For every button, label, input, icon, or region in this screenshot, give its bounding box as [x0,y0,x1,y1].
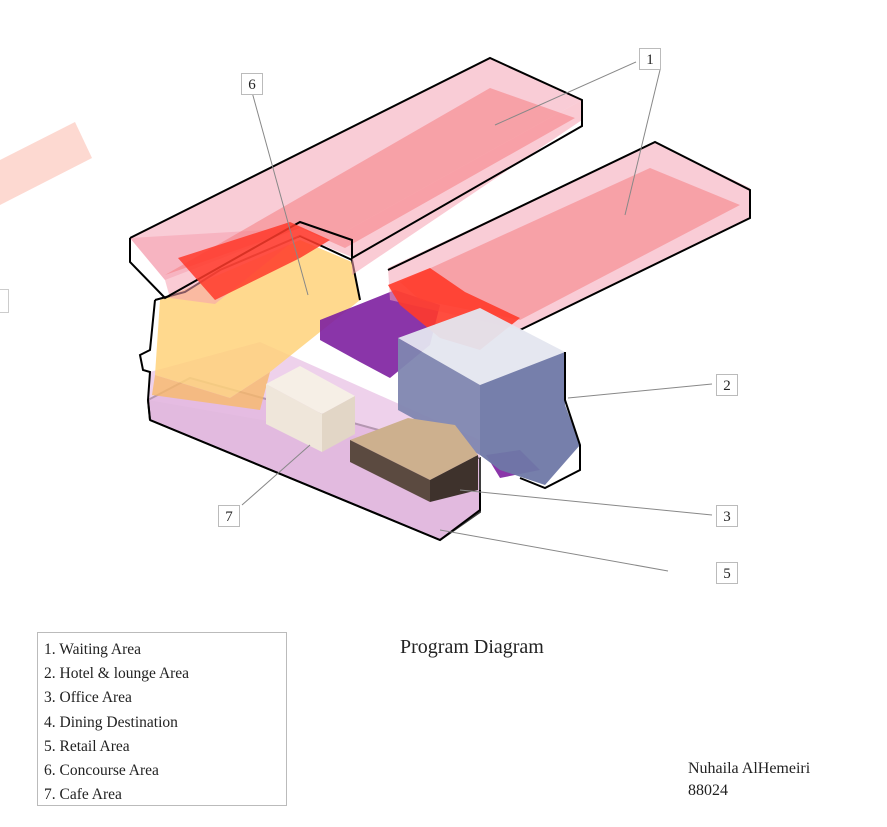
callout-5: 5 [716,562,738,584]
legend-item: 6. Concourse Area [44,762,159,780]
leader-line-7 [241,444,311,506]
hotel-zone-front [398,338,480,455]
program-diagram-drawing [0,56,751,572]
hotel-zone-top [398,308,565,385]
edge-fragment [0,289,9,313]
legend-item: 5. Retail Area [44,737,130,755]
decorative-stroke [0,122,92,205]
leader-line-3 [459,489,713,516]
leader-line-5 [439,529,669,572]
legend-box: 1. Waiting Area 2. Hotel & lounge Area 3… [37,632,287,806]
legend-item: 7. Cafe Area [44,786,122,804]
waiting-zone-a-outline [129,56,583,300]
diagram-title: Program Diagram [400,636,544,658]
concourse-zone-side [152,372,270,410]
office-zone-front [350,440,430,502]
author-block: Nuhaila AlHemeiri 88024 [688,758,810,802]
retail-outline-bottom [149,419,481,542]
leader-line-2 [567,383,713,399]
legend-item: 3. Office Area [44,689,132,707]
callout-3: 3 [716,505,738,527]
waiting-zone-b-outline [387,140,751,331]
cafe-zone-top [266,366,355,414]
hotel-zone-side [480,352,580,485]
waiting-zone-a-inner [165,88,575,275]
author-id: 88024 [688,782,728,799]
office-zone-top [350,418,478,480]
waiting-zone-b-inner [400,168,740,320]
hotel-zone-outline [519,352,581,490]
leader-line-1b [624,69,661,216]
concourse-zone [155,240,360,398]
legend-item: 4. Dining Destination [44,713,178,731]
callout-1: 1 [639,48,661,70]
legend-item: 1. Waiting Area [44,641,142,658]
leader-line-1a [494,61,637,126]
cafe-zone-front [266,384,322,452]
legend-item: 2. Hotel & lounge Area [44,665,190,683]
callout-2: 2 [716,374,738,396]
overlap-red-left [178,222,330,300]
author-name: Nuhaila AlHemeiri [688,760,811,777]
leader-line-6 [251,91,309,296]
legend-list: 1. Waiting Area 2. Hotel & lounge Area 3… [44,638,286,807]
cafe-zone-side [322,396,355,452]
retail-outline-left [138,299,156,421]
callout-7: 7 [218,505,240,527]
callout-6: 6 [241,73,263,95]
